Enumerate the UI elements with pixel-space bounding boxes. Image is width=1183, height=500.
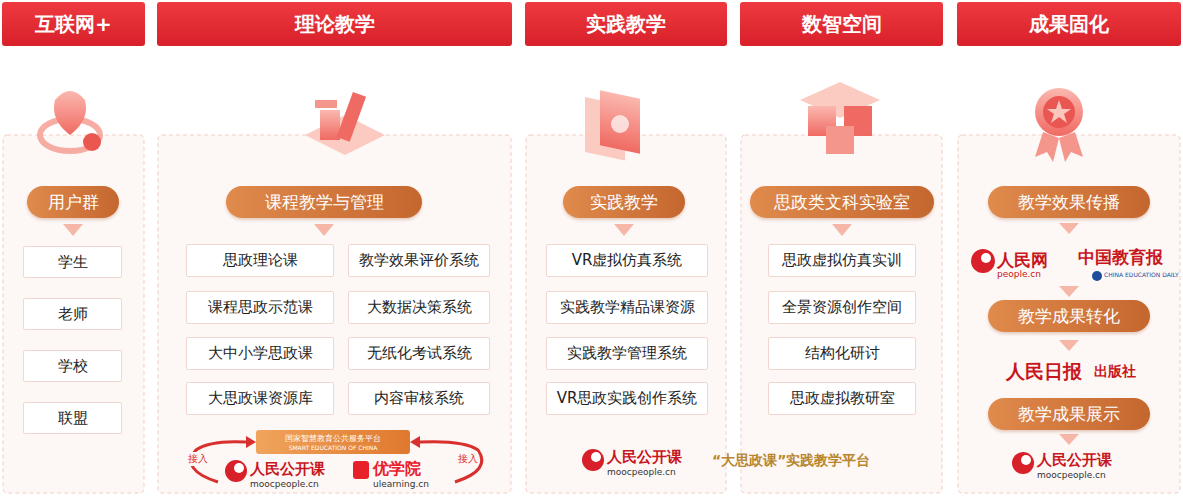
node-text: 结构化研讨 — [805, 344, 880, 363]
access-arrows — [191, 442, 482, 482]
node-text: 思政虚拟仿真实训 — [782, 251, 902, 270]
node-text: 课程教学与管理 — [265, 191, 384, 214]
item-box: 学生 — [23, 246, 122, 278]
node-text: VR虚拟仿真系统 — [572, 251, 683, 270]
access-label: 接入 — [458, 452, 478, 466]
platform-caption: “大思政课”实践教学平台 — [712, 452, 870, 470]
down-chevrons — [63, 223, 1079, 445]
item-box: 大思政课资源库 — [186, 382, 334, 415]
group-pill: 用户群 — [27, 186, 119, 218]
node-text: 数智空间 — [802, 11, 882, 38]
node-text: 大思政课资源库 — [208, 389, 313, 408]
logo-url: moocpeople.cn — [1037, 470, 1106, 480]
node-text: 老师 — [58, 305, 88, 324]
item-box: VR思政实践创作系统 — [546, 382, 708, 415]
group-pill: 课程教学与管理 — [226, 186, 422, 218]
logo-text: 人民公开课 — [1037, 451, 1112, 470]
node-text: 互联网+ — [35, 11, 112, 38]
item-box: 大数据决策系统 — [348, 291, 490, 324]
node-text: VR思政实践创作系统 — [557, 389, 698, 408]
logo-text: 人民日报 — [1006, 359, 1082, 385]
logo-url: ulearning.cn — [373, 479, 429, 489]
item-box: 结构化研讨 — [768, 337, 916, 370]
item-box: 学校 — [23, 350, 122, 382]
node-text: 教学效果评价系统 — [359, 251, 479, 270]
item-box: 内容审核系统 — [348, 382, 490, 415]
item-box: 联盟 — [23, 402, 122, 434]
item-box: 大中小学思政课 — [186, 337, 334, 370]
logo-text: 优学院 — [373, 459, 421, 480]
item-box: 课程思政示范课 — [186, 291, 334, 324]
node-text: 全景资源创作空间 — [782, 298, 902, 317]
arrowhead — [410, 436, 420, 448]
section-header: 理论教学 — [157, 2, 512, 46]
item-box: 思政虚拟教研室 — [768, 382, 916, 415]
logo-text: 人民公开课 — [250, 460, 325, 479]
logo-text: 中国教育报 — [1078, 246, 1163, 269]
arrowhead — [246, 436, 256, 448]
item-box: 实践教学精品课资源 — [546, 291, 708, 324]
item-box: 老师 — [23, 298, 122, 330]
group-pill: 思政类文科实验室 — [750, 186, 934, 218]
node-text: 实践教学 — [590, 191, 658, 214]
node-text: 大数据决策系统 — [367, 298, 472, 317]
node-text: 用户群 — [48, 191, 99, 214]
node-text: 思政理论课 — [223, 251, 298, 270]
node-text: 实践教学 — [586, 11, 666, 38]
item-box: 全景资源创作空间 — [768, 291, 916, 324]
node-text: 教学成果展示 — [1018, 403, 1120, 426]
group-pill: 实践教学 — [563, 186, 685, 218]
group-pill: 教学成果展示 — [988, 398, 1150, 430]
logo-url: moocpeople.cn — [607, 467, 676, 477]
logo-url: CHINA EDUCATION DAILY — [1104, 271, 1179, 278]
item-box: VR虚拟仿真系统 — [546, 244, 708, 277]
node-text: 联盟 — [58, 409, 88, 428]
group-pill: 教学成果转化 — [988, 300, 1150, 332]
node-text: 无纸化考试系统 — [367, 344, 472, 363]
node-text: 思政虚拟教研室 — [790, 389, 895, 408]
logo-url: moocpeople.cn — [250, 479, 319, 489]
logo-text: 人民网 — [997, 249, 1048, 272]
item-box: 思政理论课 — [186, 244, 334, 277]
item-box: 教学效果评价系统 — [348, 244, 490, 277]
node-text: 内容审核系统 — [374, 389, 464, 408]
logo-text: 出版社 — [1094, 363, 1136, 381]
node-text: 课程思政示范课 — [208, 298, 313, 317]
logo-marks — [225, 249, 1102, 482]
column-panels — [3, 135, 1180, 493]
node-text: 教学成果转化 — [1018, 305, 1120, 328]
item-box: 无纸化考试系统 — [348, 337, 490, 370]
section-header: 成果固化 — [957, 2, 1181, 46]
node-text: 成果固化 — [1029, 11, 1109, 38]
node-text: SMART EDUCATION OF CHINA — [289, 444, 378, 451]
group-pill: 教学效果传播 — [988, 186, 1150, 218]
column-icons — [40, 82, 1083, 162]
node-text: 理论教学 — [295, 11, 375, 38]
node-text: 实践教学精品课资源 — [560, 298, 695, 317]
section-header: 互联网+ — [2, 2, 145, 46]
section-header: 数智空间 — [740, 2, 943, 46]
access-label: 接入 — [188, 452, 208, 466]
node-text: 教学效果传播 — [1018, 191, 1120, 214]
node-text: 学校 — [58, 357, 88, 376]
logo-text: 人民公开课 — [607, 448, 682, 467]
logo-url: people.cn — [997, 269, 1041, 279]
node-text: 实践教学管理系统 — [567, 344, 687, 363]
item-box: 实践教学管理系统 — [546, 337, 708, 370]
node-text: 国家智慧教育公共服务平台 — [285, 433, 381, 444]
item-box: 思政虚拟仿真实训 — [768, 244, 916, 277]
node-text: 学生 — [58, 253, 88, 272]
node-text: 思政类文科实验室 — [774, 191, 910, 214]
node-text: 大中小学思政课 — [208, 344, 313, 363]
platform-badge: 国家智慧教育公共服务平台SMART EDUCATION OF CHINA — [256, 430, 410, 454]
section-header: 实践教学 — [525, 2, 727, 46]
